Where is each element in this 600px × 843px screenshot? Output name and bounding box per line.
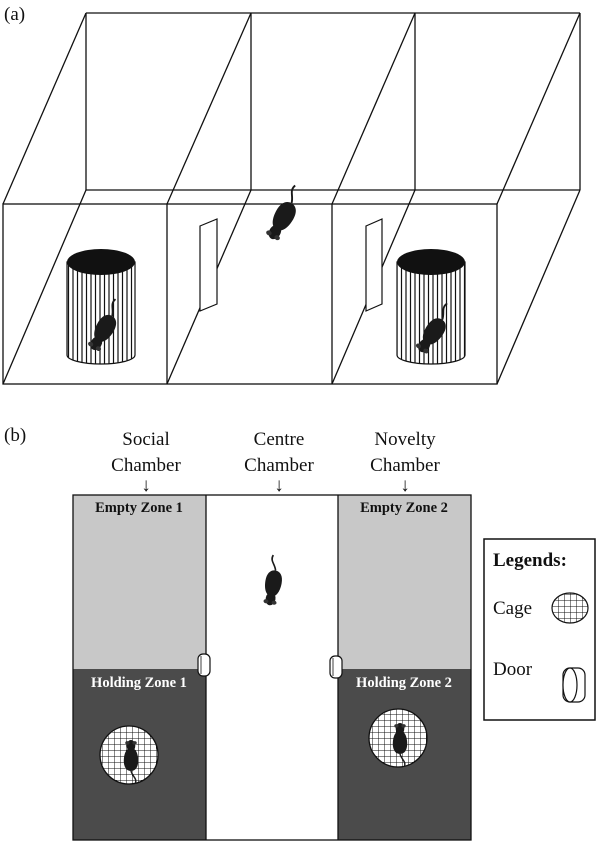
legend-door-label: Door xyxy=(493,659,533,680)
door-left-3d xyxy=(199,218,218,312)
holding-zone-1-label: Holding Zone 1 xyxy=(91,675,187,691)
chamber-novelty-line2: Chamber xyxy=(370,455,440,476)
arrow-down-icon: ↓ xyxy=(141,475,151,496)
door-icon xyxy=(329,655,343,679)
arrow-down-icon: ↓ xyxy=(400,475,410,496)
cylinder-cage-icon xyxy=(396,249,466,365)
cylinder-cage-icon xyxy=(66,249,136,365)
door-icon xyxy=(562,667,586,703)
legend-title: Legends: xyxy=(493,550,567,571)
cage-icon xyxy=(551,592,589,624)
arena-top-view: Empty Zone 1 Empty Zone 2 Holding Zone 1… xyxy=(72,494,472,841)
cage-icon xyxy=(99,725,159,785)
empty-zone-1-label: Empty Zone 1 xyxy=(95,500,183,516)
door-right-3d xyxy=(365,218,383,312)
chamber-centre-line2: Chamber xyxy=(244,455,314,476)
mouse-icon xyxy=(261,182,310,245)
empty-zone-2-label: Empty Zone 2 xyxy=(360,500,448,516)
empty-zone-2 xyxy=(338,495,471,669)
panel-b-label: (b) xyxy=(4,425,26,446)
chamber-novelty-line1: Novelty xyxy=(374,429,436,450)
chamber-social-line2: Chamber xyxy=(111,455,181,476)
legend-cage-label: Cage xyxy=(493,598,532,619)
legend-box: Legends: Cage Door xyxy=(483,538,596,721)
apparatus-wireframe xyxy=(2,12,581,385)
chamber-centre-line1: Centre xyxy=(254,429,305,450)
arrow-down-icon: ↓ xyxy=(274,475,284,496)
chamber-social-line1: Social xyxy=(122,429,170,450)
cage-icon xyxy=(368,708,428,768)
door-icon xyxy=(197,653,211,677)
panel-a-label: (a) xyxy=(4,4,25,25)
chamber-titles: Social Chamber ↓ Centre Chamber ↓ Novelt… xyxy=(111,429,440,496)
centre-chamber xyxy=(206,495,338,840)
empty-zone-1 xyxy=(73,495,206,669)
panel-b: (b) Social Chamber ↓ Centre Chamber ↓ No… xyxy=(4,425,596,841)
holding-zone-2-label: Holding Zone 2 xyxy=(356,675,452,691)
panel-a: (a) xyxy=(2,4,581,385)
